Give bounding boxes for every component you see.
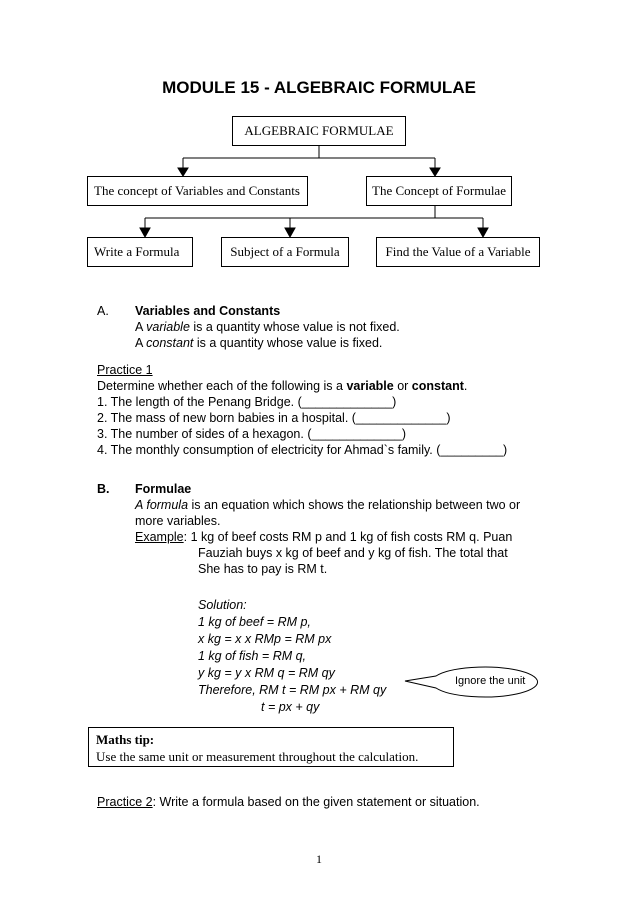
page-title: MODULE 15 - ALGEBRAIC FORMULAE bbox=[162, 78, 476, 97]
diagram-formulae-box: The Concept of Formulae bbox=[366, 176, 512, 206]
practice-2: Practice 2: Write a formula based on the… bbox=[97, 794, 480, 810]
practice-1-heading: Practice 1 bbox=[97, 363, 153, 377]
concept-map-connectors bbox=[139, 145, 489, 239]
callout-text: Ignore the unit bbox=[455, 675, 526, 687]
maths-tip-text: Use the same unit or measurement through… bbox=[96, 749, 419, 764]
section-b-letter: B. bbox=[97, 482, 110, 496]
formula-definition: A formula is an equation which shows the… bbox=[135, 498, 521, 512]
section-a-content: Variables and Constants A variable is a … bbox=[135, 303, 400, 351]
formula-definition-cont: more variables. bbox=[135, 514, 221, 528]
solution-line: 1 kg of fish = RM q, bbox=[198, 649, 307, 663]
example-line: Example: 1 kg of beef costs RM p and 1 k… bbox=[135, 530, 513, 544]
solution-result: t = px + qy bbox=[261, 700, 320, 714]
page-number: 1 bbox=[316, 852, 322, 866]
practice-2-label: Practice 2 bbox=[97, 795, 153, 809]
section-a-heading: Variables and Constants bbox=[135, 304, 281, 318]
solution-block: Solution: 1 kg of beef = RM p, x kg = x … bbox=[198, 597, 386, 716]
diagram-variables-box: The concept of Variables and Constants bbox=[87, 176, 308, 206]
practice-1-item: 1. The length of the Penang Bridge. (___… bbox=[97, 395, 397, 409]
callout-bubble bbox=[404, 666, 539, 698]
diagram-root-box: ALGEBRAIC FORMULAE bbox=[232, 116, 406, 146]
solution-line: y kg = y x RM q = RM qy bbox=[198, 666, 335, 680]
solution-line: Therefore, RM t = RM px + RM qy bbox=[198, 683, 387, 697]
practice-1-item: 3. The number of sides of a hexagon. (__… bbox=[97, 427, 407, 441]
practice-2-text: : Write a formula based on the given sta… bbox=[152, 795, 480, 809]
solution-line: Solution: bbox=[198, 598, 247, 612]
diagram-subject-formula-box: Subject of a Formula bbox=[221, 237, 349, 267]
diagram-write-formula-box: Write a Formula bbox=[87, 237, 193, 267]
diagram-find-value-box: Find the Value of a Variable bbox=[376, 237, 540, 267]
section-b-heading: Formulae bbox=[135, 482, 192, 496]
practice-1: Practice 1 Determine whether each of the… bbox=[97, 362, 507, 458]
practice-1-item: 4. The monthly consumption of electricit… bbox=[97, 443, 508, 457]
section-b-content: Formulae A formula is an equation which … bbox=[135, 481, 520, 545]
constant-definition: A constant is a quantity whose value is … bbox=[135, 336, 383, 350]
variable-definition: A variable is a quantity whose value is … bbox=[135, 320, 400, 334]
practice-1-instruction: Determine whether each of the following … bbox=[97, 379, 468, 393]
solution-line: x kg = x x RMp = RM px bbox=[198, 632, 332, 646]
solution-line: 1 kg of beef = RM p, bbox=[198, 615, 311, 629]
section-a-letter: A. bbox=[97, 304, 109, 318]
maths-tip-heading: Maths tip: bbox=[96, 732, 155, 747]
practice-1-item: 2. The mass of new born babies in a hosp… bbox=[97, 411, 451, 425]
maths-tip-box: Maths tip: Use the same unit or measurem… bbox=[88, 727, 454, 767]
example-continuation: Fauziah buys x kg of beef and y kg of fi… bbox=[198, 546, 508, 576]
